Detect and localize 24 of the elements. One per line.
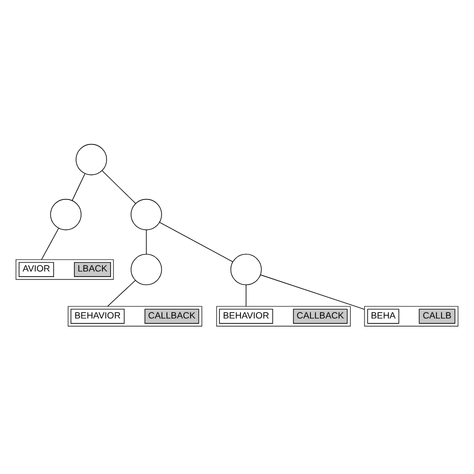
cluster bbox=[364, 306, 458, 326]
node-box: CALLBACK bbox=[144, 308, 200, 324]
node-box: BEHAVIOR bbox=[70, 308, 125, 324]
connector bbox=[41, 227, 60, 260]
connector bbox=[260, 274, 365, 310]
node-box: BEHA bbox=[367, 308, 400, 324]
node-circle bbox=[50, 198, 82, 230]
node-circle bbox=[130, 198, 162, 230]
node-circle bbox=[76, 143, 107, 175]
node-circle bbox=[130, 253, 162, 285]
node-box: BEHAVIOR bbox=[219, 308, 274, 324]
connector bbox=[72, 172, 86, 200]
node-box: CALLB bbox=[418, 308, 456, 324]
node-box: CALLBACK bbox=[293, 308, 348, 324]
node-circle bbox=[230, 253, 262, 285]
cluster bbox=[16, 258, 114, 280]
connector bbox=[107, 280, 136, 306]
node-box: LBACK bbox=[74, 262, 111, 276]
connector bbox=[146, 229, 147, 254]
node-box: AVIOR bbox=[18, 262, 54, 276]
connector bbox=[159, 221, 234, 262]
connector bbox=[102, 170, 136, 204]
cluster bbox=[216, 306, 351, 326]
cluster bbox=[68, 306, 202, 326]
